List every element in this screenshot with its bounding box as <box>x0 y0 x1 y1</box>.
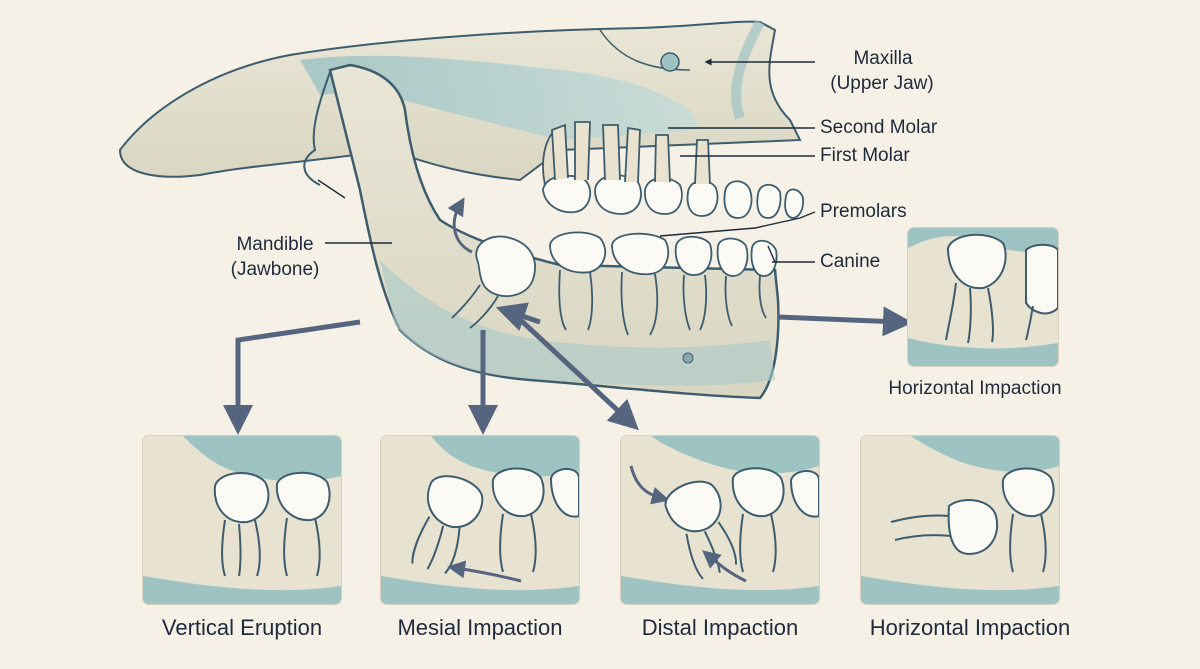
panel-distal <box>621 436 819 604</box>
horizontal-impaction-top-illustration <box>908 228 1058 366</box>
horizontal-impaction-illustration <box>861 436 1059 604</box>
label-premolars: Premolars <box>820 201 907 222</box>
wisdom-tooth <box>475 235 536 297</box>
label-second-molar: Second Molar <box>820 117 938 138</box>
panel-mesial <box>381 436 579 604</box>
label-maxilla: Maxilla <box>853 48 913 69</box>
lower-teeth <box>451 231 778 336</box>
maxilla-teal <box>300 55 700 140</box>
eruption-arrow <box>447 197 473 254</box>
caption-top-right: Horizontal Impaction <box>888 378 1062 399</box>
caption-mesial: Mesial Impaction <box>397 615 563 640</box>
mandible-teal <box>380 260 775 386</box>
distal-impaction-illustration <box>621 436 819 604</box>
label-maxilla-sub: (Upper Jaw) <box>830 73 934 94</box>
upper-teeth <box>542 121 805 219</box>
mesial-impaction-illustration <box>381 436 579 604</box>
label-mandible: Mandible <box>236 234 314 255</box>
label-canine: Canine <box>820 251 881 272</box>
label-first-molar: First Molar <box>820 145 910 166</box>
vertical-eruption-illustration <box>143 436 341 604</box>
caption-distal: Distal Impaction <box>641 615 799 640</box>
caption-vertical: Vertical Eruption <box>161 615 323 640</box>
panel-vertical <box>143 436 341 604</box>
label-mandible-sub: (Jawbone) <box>230 259 320 280</box>
caption-horizontal: Horizontal Impaction <box>869 615 1071 640</box>
panel-top-right <box>908 228 1058 366</box>
panel-horizontal <box>861 436 1059 604</box>
